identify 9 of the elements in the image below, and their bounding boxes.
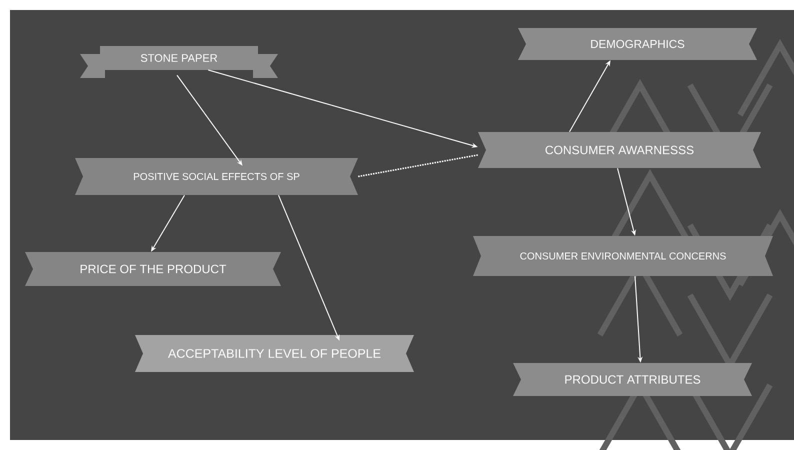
ribbon-banner: PRICE OF THE PRODUCT <box>25 252 281 286</box>
ribbon-banner: POSITIVE SOCIAL EFFECTS OF SP <box>75 158 358 195</box>
ribbon-banner: DEMOGRAPHICS <box>518 28 757 60</box>
ribbon-banner: STONE PAPER <box>80 46 278 78</box>
ribbon-banner: ACCEPTABILITY LEVEL OF PEOPLE <box>135 335 414 372</box>
ribbon-banner: PRODUCT ATTRIBUTES <box>513 363 752 396</box>
dotted-line <box>358 154 478 178</box>
ribbon-banner: CONSUMER ENVIRONMENTAL CONCERNS <box>473 236 773 276</box>
ribbon-banner: CONSUMER AWARNESSS <box>478 132 761 168</box>
